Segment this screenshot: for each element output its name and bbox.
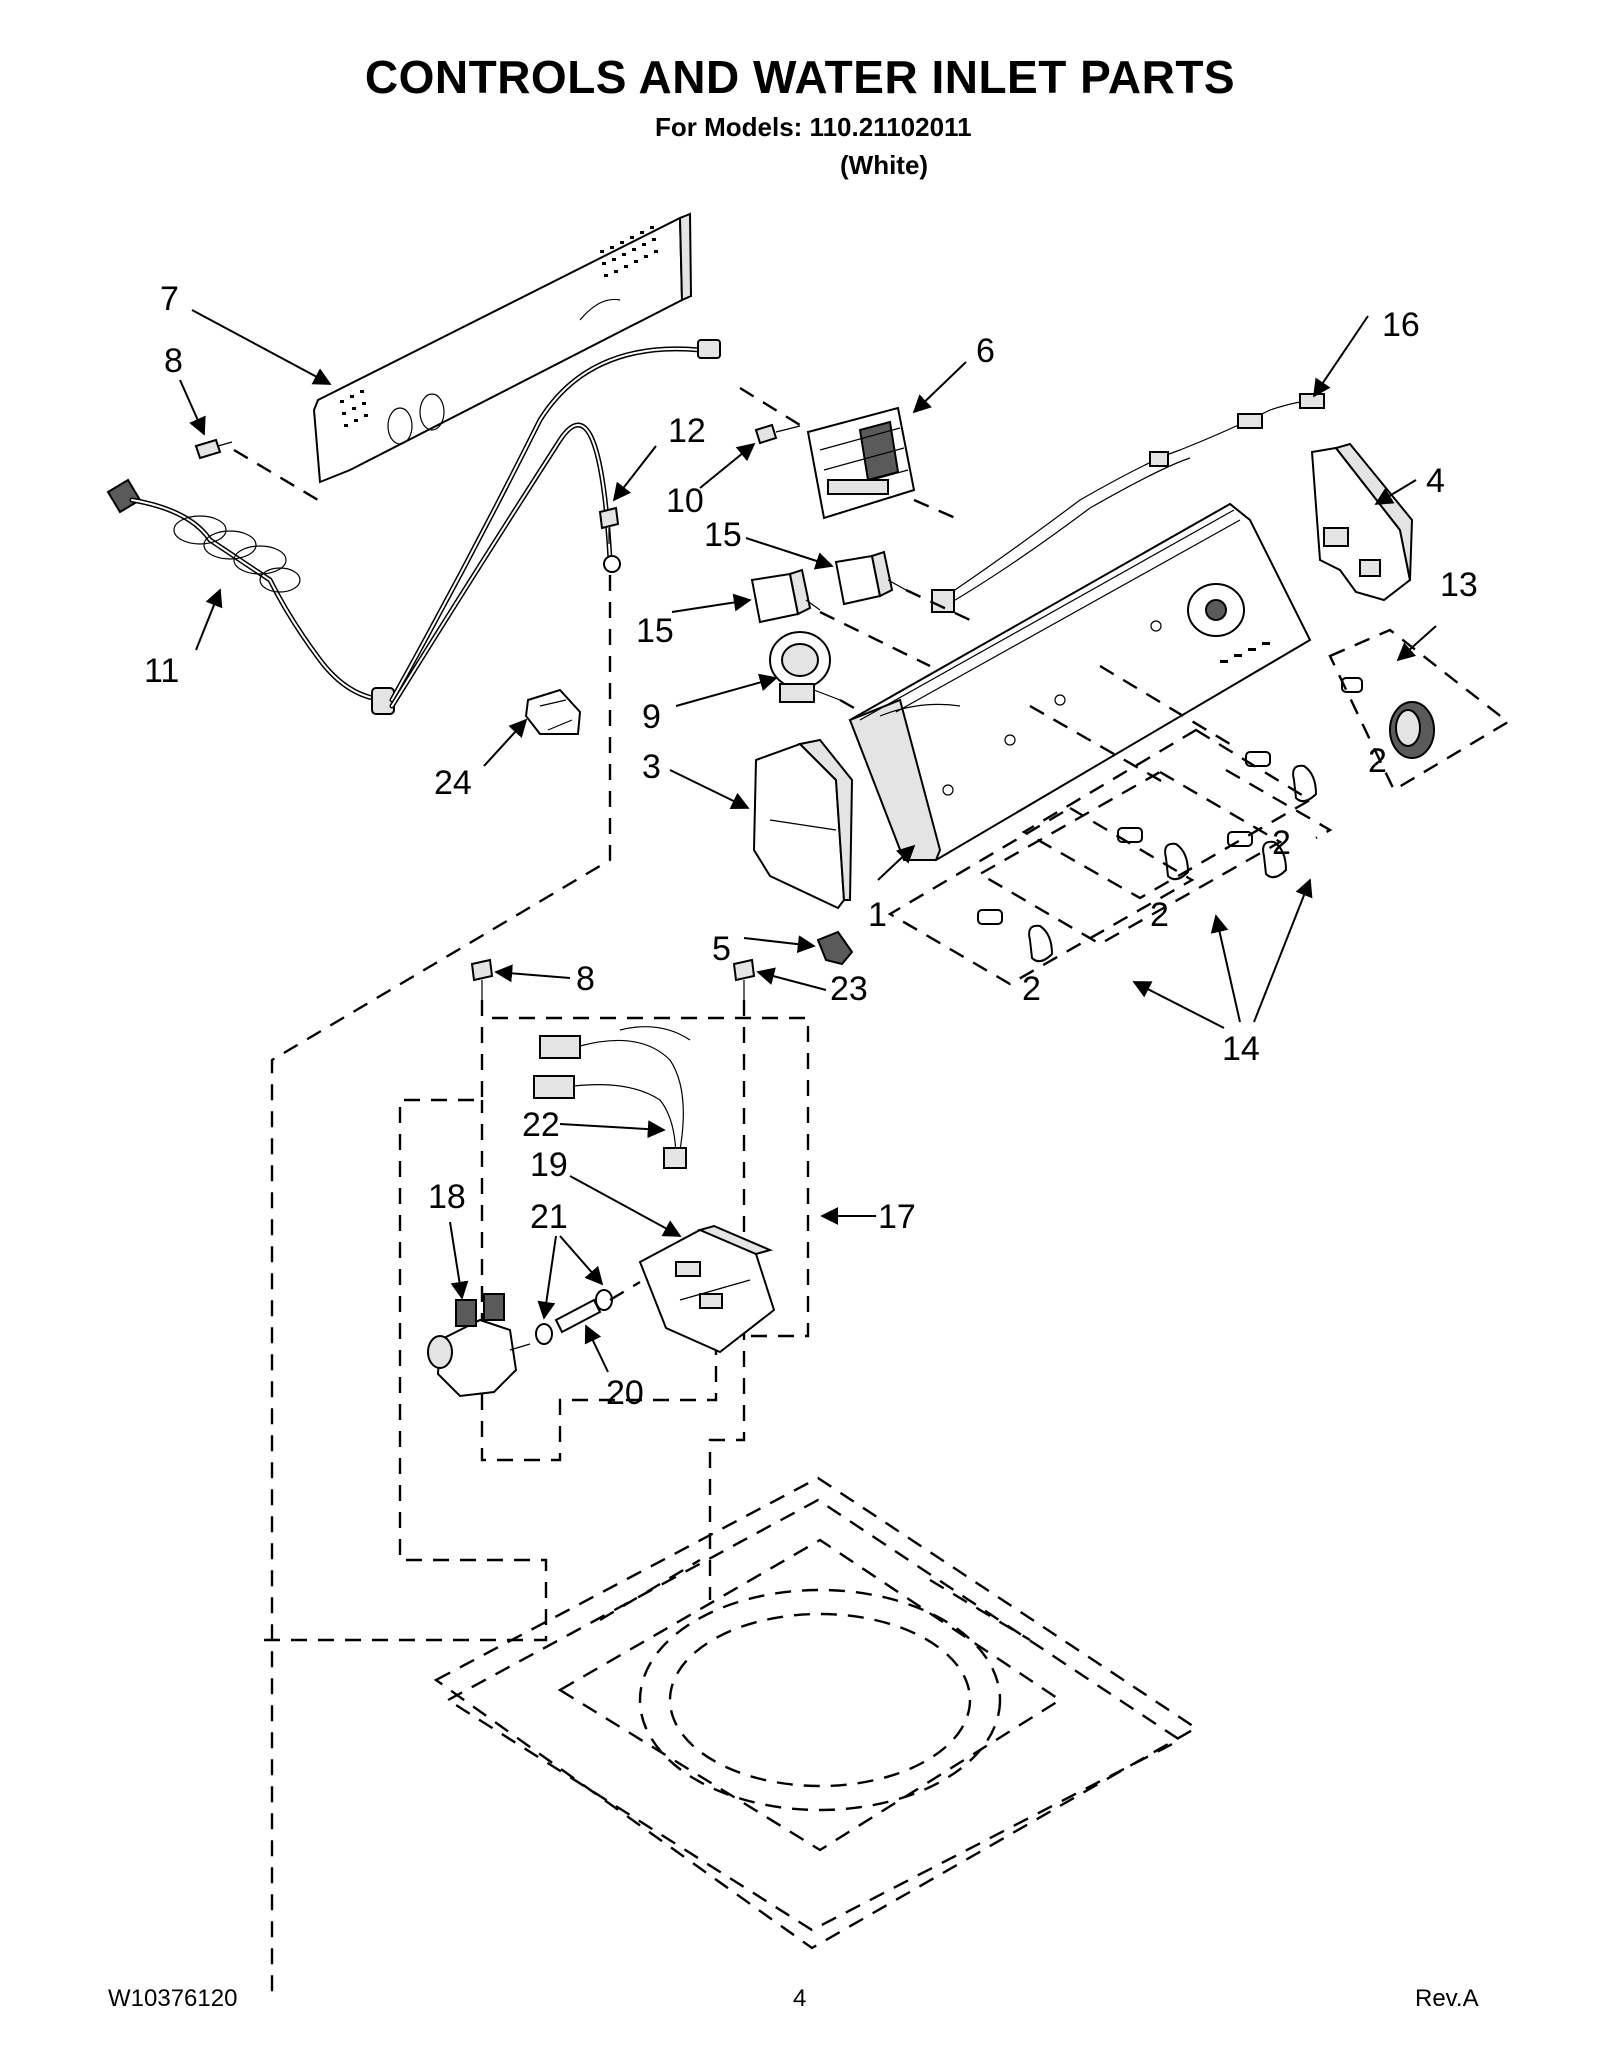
callout-label: 23 xyxy=(830,970,868,1008)
button-part-2-a xyxy=(1245,751,1318,803)
control-board-part-6 xyxy=(806,406,916,520)
screw-part-8-lower xyxy=(470,958,494,1000)
models-line: For Models: 110.21102011 xyxy=(655,112,972,142)
ground-screw-part-12 xyxy=(598,506,620,544)
clamp-part-21-a xyxy=(535,1323,553,1345)
callout-label: 10 xyxy=(666,482,704,520)
console-part-1 xyxy=(848,502,1312,862)
pressure-switch-part-9 xyxy=(769,631,841,703)
callout-label: 5 xyxy=(712,930,731,968)
callout-label: 4 xyxy=(1426,462,1445,500)
leader-lines xyxy=(179,309,1437,1373)
callout-label: 14 xyxy=(1222,1030,1260,1068)
callout-label: 2 xyxy=(1368,742,1387,780)
callout-label: 13 xyxy=(1440,566,1478,604)
callout-label: 19 xyxy=(530,1146,568,1184)
button-part-2-b xyxy=(1117,827,1190,881)
hose-part-20 xyxy=(554,1298,602,1334)
button-part-2-c xyxy=(977,909,1054,963)
washer-top-frame xyxy=(433,1476,1199,1950)
callout-label: 8 xyxy=(164,342,183,380)
page-title: CONTROLS AND WATER INLET PARTS xyxy=(364,51,1236,103)
callout-labels: 7 8 12 6 16 10 4 15 13 15 11 9 2 24 3 2 … xyxy=(144,280,1478,1412)
dispenser-part-19 xyxy=(638,1224,776,1354)
callout-label: 3 xyxy=(642,748,661,786)
screw-part-8-top xyxy=(194,438,233,460)
revision-label: Rev.A xyxy=(1415,1985,1479,2012)
callout-label: 21 xyxy=(530,1198,568,1236)
callout-label: 8 xyxy=(576,960,595,998)
callout-label: 6 xyxy=(976,332,995,370)
callout-label: 15 xyxy=(704,516,742,554)
callout-label: 15 xyxy=(636,612,674,650)
bracket-part-4 xyxy=(1310,442,1414,602)
clip-part-24 xyxy=(524,688,582,735)
clip-part-5 xyxy=(816,930,854,966)
end-cap-part-3 xyxy=(752,738,854,910)
wire-harness-part-16 xyxy=(931,393,1325,613)
callout-label: 11 xyxy=(144,652,179,690)
document-number: W10376120 xyxy=(108,1985,238,2012)
callout-label: 17 xyxy=(878,1198,916,1236)
callout-label: 1 xyxy=(868,896,887,934)
callout-label: 16 xyxy=(1382,306,1420,344)
callout-label: 12 xyxy=(668,412,706,450)
power-cord-part-11 xyxy=(106,339,721,715)
callout-label: 2 xyxy=(1272,824,1291,862)
callout-label: 18 xyxy=(428,1178,466,1216)
screw-part-10 xyxy=(754,423,801,445)
switch-part-15-lower xyxy=(750,568,821,624)
callout-label: 7 xyxy=(160,280,179,318)
callout-label: 24 xyxy=(434,764,472,802)
screw-part-23 xyxy=(732,958,756,1000)
inlet-valve-part-18 xyxy=(427,1293,531,1398)
switch-part-15-upper xyxy=(834,550,907,606)
callout-label: 20 xyxy=(606,1374,644,1412)
callout-label: 2 xyxy=(1022,970,1041,1008)
rear-panel-part-7 xyxy=(312,212,693,484)
wire-harness-part-22 xyxy=(533,1026,691,1169)
callout-label: 22 xyxy=(522,1106,560,1144)
page-number: 4 xyxy=(793,1985,807,2012)
callout-label: 9 xyxy=(642,698,661,736)
callout-label: 2 xyxy=(1150,896,1169,934)
knob-part-13 xyxy=(1341,677,1435,759)
color-line: (White) xyxy=(840,150,929,180)
